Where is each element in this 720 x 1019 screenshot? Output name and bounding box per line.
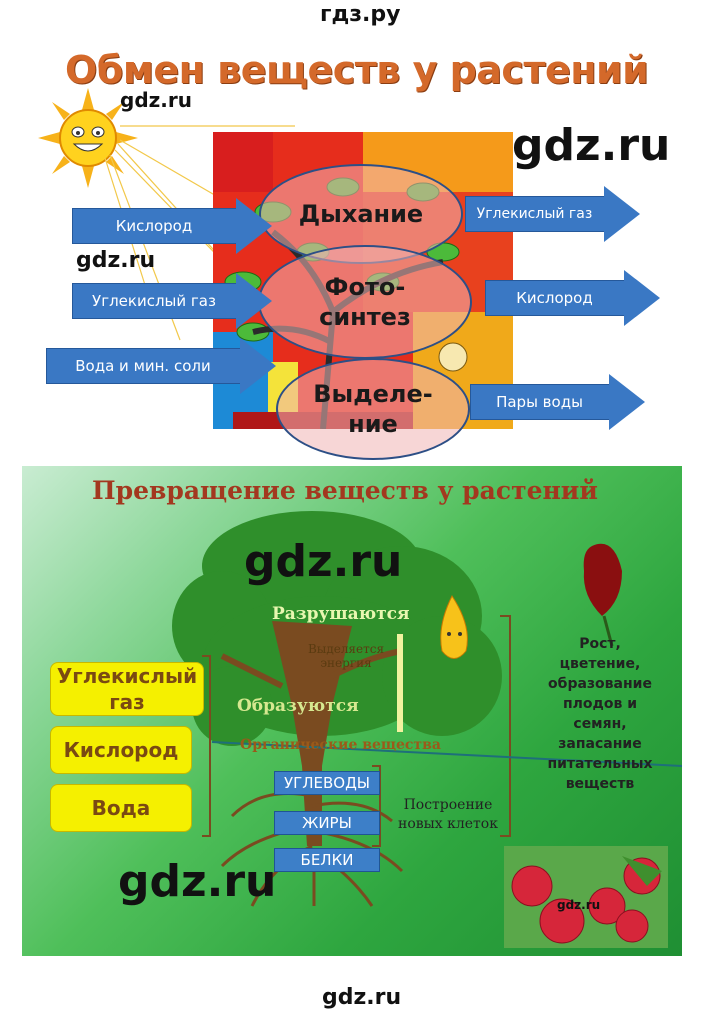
slide2-title: Превращение веществ у растений xyxy=(92,476,598,505)
label-building: Построение новых клеток xyxy=(398,797,498,832)
input-box-co2: Углекислый газ xyxy=(50,662,204,716)
output-arrow-oxygen: Кислород xyxy=(485,270,660,326)
output-oxygen-label: Кислород xyxy=(516,289,593,307)
label-energy: Выделяется энергия xyxy=(307,642,385,670)
input-arrow-water: Вода и мин. соли xyxy=(46,338,276,394)
input-co2-label: Углекислый газ xyxy=(92,292,216,310)
watermark-small-3: gdz.ru xyxy=(557,898,601,912)
output-arrow-co2: Углекислый газ xyxy=(465,186,640,242)
label-formed: Образуются xyxy=(237,696,359,716)
label-destroyed: Разрушаются xyxy=(272,604,410,624)
input-water-label: Вода и мин. соли xyxy=(75,357,211,375)
output-arrow-vapor: Пары воды xyxy=(470,374,645,430)
watermark-small-2: gdz.ru xyxy=(76,248,156,273)
watermark-large-1: gdz.ru xyxy=(512,120,671,171)
substance-proteins: БЕЛКИ xyxy=(274,848,380,872)
input-box-water: Вода xyxy=(50,784,192,832)
input-arrow-co2: Углекислый газ xyxy=(72,273,272,329)
process-excretion-line2: ние xyxy=(348,410,398,438)
tree-illustration xyxy=(172,511,682,948)
label-uses: Рост, цветение, образование плодов и сем… xyxy=(547,636,653,792)
process-photosynthesis-line1: Фото- xyxy=(324,273,406,301)
process-excretion-line1: Выделе- xyxy=(313,380,433,408)
oval-photosynthesis: Фото- синтез xyxy=(258,245,472,359)
substance-fats: ЖИРЫ xyxy=(274,811,380,835)
substance-carbohydrates: УГЛЕВОДЫ xyxy=(274,771,380,795)
process-photosynthesis-line2: синтез xyxy=(319,303,411,331)
slide1-title: Обмен веществ у растений xyxy=(65,48,649,92)
watermark-large-3: gdz.ru xyxy=(118,856,277,907)
output-vapor-label: Пары воды xyxy=(496,393,583,411)
input-box-oxygen: Кислород xyxy=(50,726,192,774)
watermark-small-1: gdz.ru xyxy=(120,88,192,112)
slide-metabolism: Обмен веществ у растений xyxy=(30,40,710,460)
oval-excretion: Выделе- ние xyxy=(276,358,470,460)
process-respiration: Дыхание xyxy=(298,200,424,228)
footer-site-label: gdz.ru xyxy=(322,985,402,1010)
slide-transformation: Превращение веществ у растений xyxy=(22,466,682,956)
output-co2-label: Углекислый газ xyxy=(476,206,593,222)
watermark-large-2: gdz.ru xyxy=(244,536,403,587)
input-arrow-oxygen: Кислород xyxy=(72,198,272,254)
input-oxygen-label: Кислород xyxy=(115,217,193,235)
sun-icon xyxy=(38,88,138,188)
label-organic: Органические вещества xyxy=(240,737,441,753)
header-site-label: гдз.ру xyxy=(320,2,401,27)
